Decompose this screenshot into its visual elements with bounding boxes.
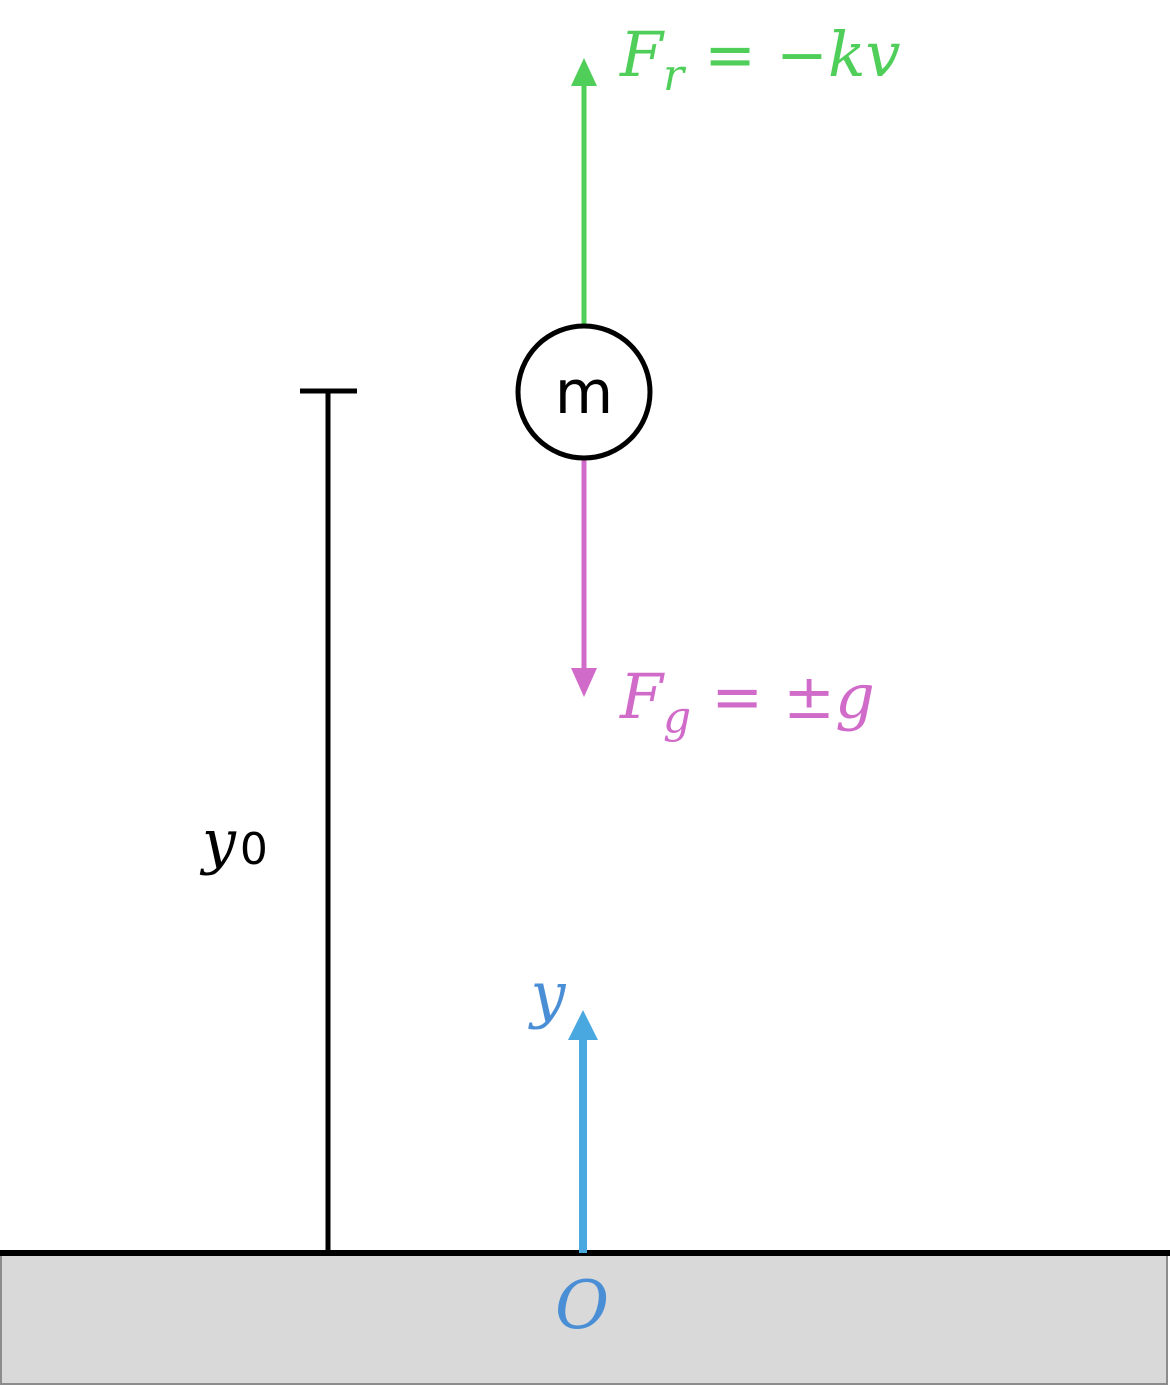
resistance-force-equals: = [704,18,756,91]
arrow-up-icon [571,58,597,86]
y-axis-arrow [568,1010,598,1253]
initial-height-label: y0 [199,807,268,877]
mass-label: m [555,358,613,428]
gravity-force-label: Fg = ±g [619,660,875,743]
resistance-force-symbol: F [619,18,665,91]
arrow-up-icon [568,1010,598,1040]
gravity-force-equals: = [711,660,763,733]
initial-height-marker: y0 [199,388,357,1253]
ground [0,1252,1168,1385]
initial-height-subscript: 0 [240,824,268,875]
mass-body: m [515,323,653,461]
gravity-force-arrow [571,459,597,697]
mass-circle [515,323,653,461]
y-axis-label: y [527,958,566,1031]
gravity-force-rhs: ±g [783,660,875,733]
gravity-force-subscript: g [663,692,691,743]
resistance-force-rhs: −kv [776,18,901,91]
initial-height-symbol: y [199,807,237,877]
origin-label: O [555,1267,609,1344]
arrow-down-icon [571,668,597,697]
resistance-force-subscript: r [663,50,687,101]
resistance-force-arrow [571,58,597,325]
resistance-force-label: Fr = −kv [619,18,901,101]
gravity-force-symbol: F [619,660,665,733]
